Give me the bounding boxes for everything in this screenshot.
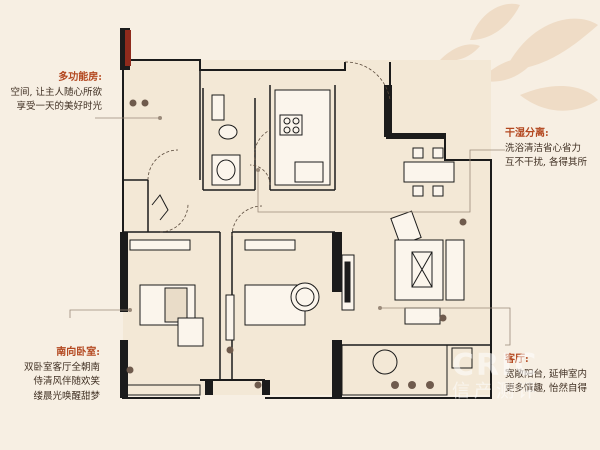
leader-lines (69, 117, 511, 346)
sliding-door (151, 194, 169, 221)
accent-wall (125, 30, 131, 66)
leader-dots (128, 116, 382, 312)
callout-south-bedroom: 南向卧室: 双卧室客厅全朝南 侍清风伴随欢笑 缕晨光唤醒甜梦 (0, 345, 100, 405)
kitchen-counter (274, 89, 331, 186)
door-swings (147, 61, 391, 237)
leaf-decoration-icon (440, 3, 598, 111)
callout-line: 缕晨光唤醒甜梦 (33, 390, 100, 402)
callout-line: 互不干扰, 各得其所 (505, 157, 588, 169)
callout-line: 洗浴清洁省心省力 (505, 142, 582, 154)
plant-icons (126, 99, 467, 389)
callout-line: 侍清风伴随欢笑 (33, 376, 100, 388)
south-bedroom-bed-icon (139, 284, 204, 347)
callout-line: 更多情趣, 怡然自得 (505, 383, 588, 395)
watermark-logo-text: CRIC (452, 348, 539, 383)
callout-line: 享受一天的美好时光 (16, 101, 102, 113)
callout-title: 南向卧室: (56, 347, 100, 358)
watermark-subtext: 信产测评 (452, 381, 540, 402)
master-bedroom-bed-icon (244, 282, 320, 326)
callout-title: 干湿分离: (505, 128, 549, 139)
callout-line: 宽敞阳台, 延伸室内 (505, 368, 588, 380)
callout-living-room: 客厅: 宽敞阳台, 延伸室内 更多情趣, 怡然自得 (505, 352, 600, 397)
tv-unit-icon (341, 254, 355, 311)
cric-watermark: CRIC 信产测评 (452, 348, 540, 403)
sofa-set-icon (390, 210, 465, 325)
dining-table-icon (403, 147, 455, 197)
bathroom-fixtures (211, 94, 241, 186)
callout-line: 空间, 让主人随心所欲 (10, 86, 102, 98)
callout-multi-function-room: 多功能房: 空间, 让主人随心所欲 享受一天的美好时光 (0, 70, 102, 115)
callout-title: 客厅: (505, 354, 529, 365)
callout-title: 多功能房: (58, 72, 102, 83)
callout-dry-wet-separation: 干湿分离: 洗浴清洁省心省力 互不干扰, 各得其所 (505, 126, 600, 171)
wardrobes (129, 239, 296, 341)
balcony (122, 344, 473, 396)
callout-line: 双卧室客厅全朝南 (23, 361, 100, 373)
